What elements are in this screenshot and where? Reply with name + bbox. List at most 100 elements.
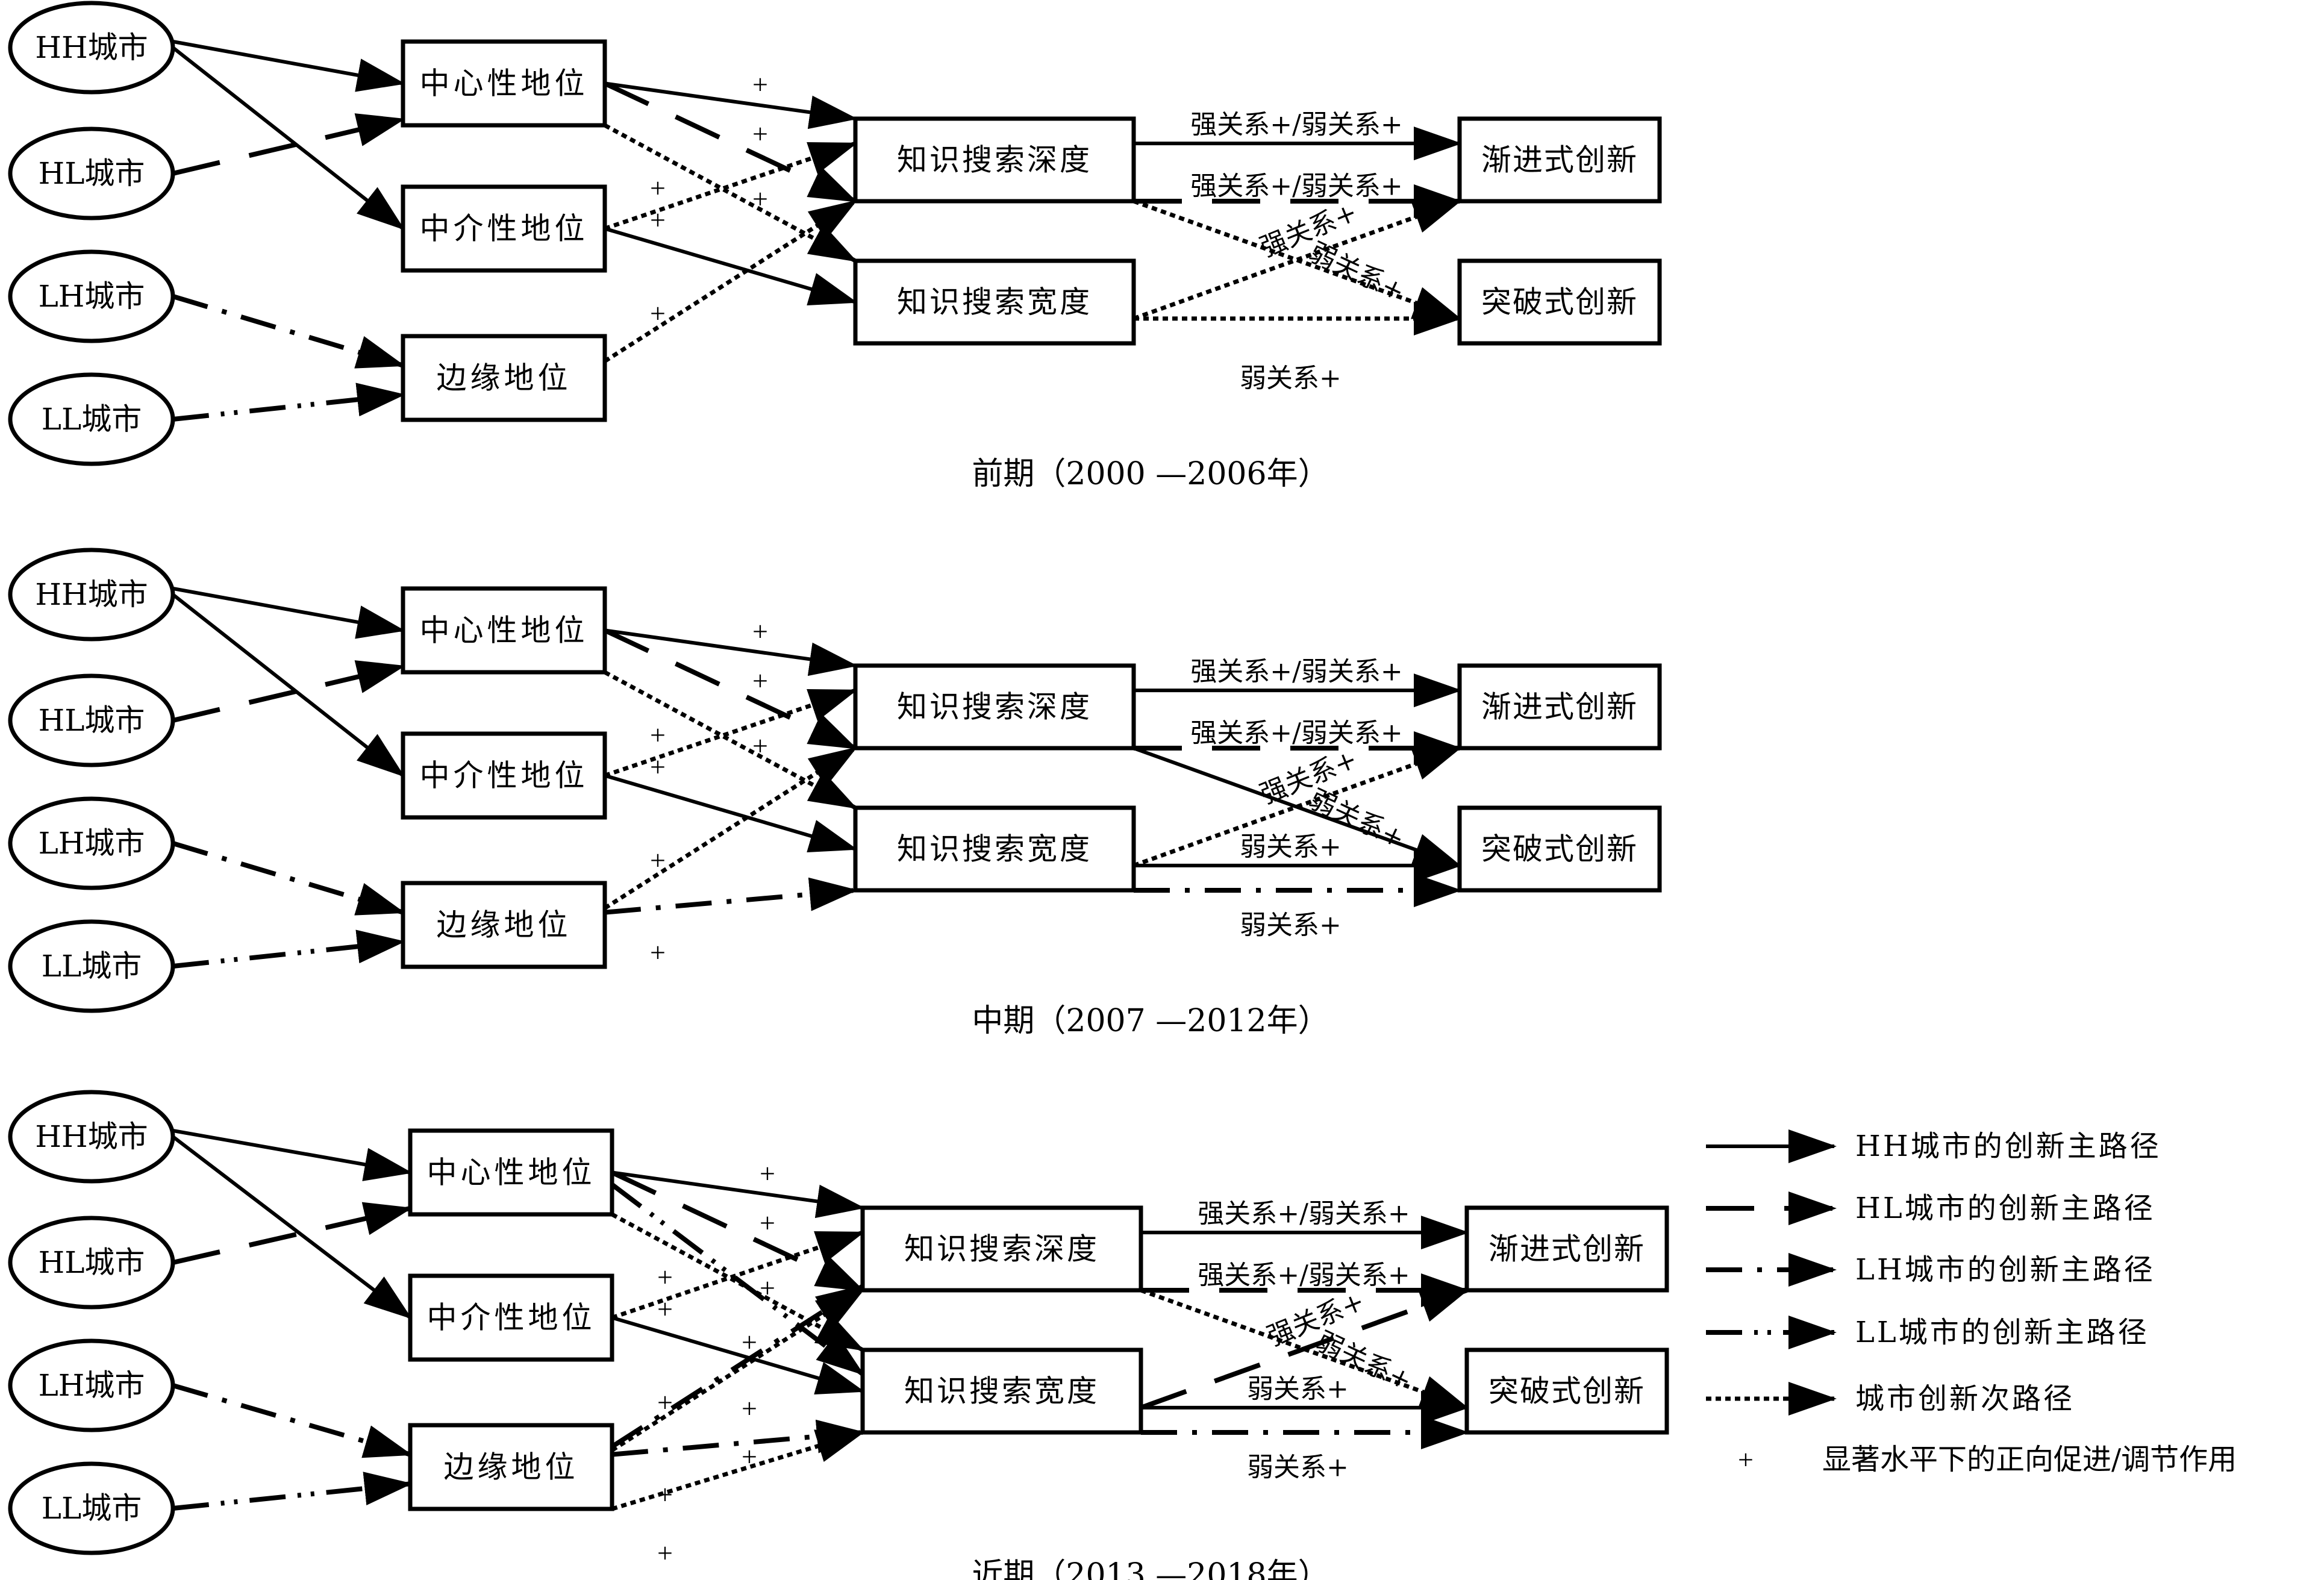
position-label: 中介性地位 xyxy=(420,758,589,793)
path-central-depth-hl xyxy=(604,628,858,751)
relation-label: 强关系+/弱关系+ xyxy=(1190,171,1403,202)
path-central-depth xyxy=(611,1170,865,1219)
path-hl-central xyxy=(172,660,405,723)
position-box xyxy=(401,586,607,675)
plus-sign: + xyxy=(752,119,768,149)
legend-item: + 显著水平下的正向促进/调节作用 xyxy=(1738,1443,2237,1476)
city-label: HL城市 xyxy=(39,156,145,191)
panel-caption: 近期（2013 —2018年） xyxy=(972,1557,1329,1580)
relation-label: 强关系+/弱关系+ xyxy=(1190,110,1403,140)
city-node: LL城市 xyxy=(8,1461,175,1555)
position-box xyxy=(401,731,607,820)
search-node: 知识搜索深度 xyxy=(860,1205,1143,1293)
innovation-box xyxy=(1457,258,1662,346)
path-peripheral-depth-lh xyxy=(610,1284,865,1449)
legend-label: LL城市的创新主路径 xyxy=(1855,1316,2149,1349)
city-ellipse xyxy=(8,372,175,466)
position-label: 中心性地位 xyxy=(427,1155,596,1190)
city-ellipse xyxy=(8,548,175,642)
legend-label: 城市创新次路径 xyxy=(1855,1382,2075,1416)
path-lh-peripheral xyxy=(172,1383,413,1458)
search-label: 知识搜索深度 xyxy=(904,1232,1099,1267)
relation-label: 弱关系+ xyxy=(1304,237,1410,308)
search-box xyxy=(853,116,1136,204)
city-ellipse xyxy=(8,249,175,343)
plus-sign: + xyxy=(650,205,666,236)
path-central-depth-hl xyxy=(604,81,858,204)
plus-sign: + xyxy=(657,1387,673,1418)
edges xyxy=(172,40,1462,422)
position-node: 中介性地位 xyxy=(408,1273,614,1362)
city-ellipse xyxy=(8,796,175,890)
innovation-box xyxy=(1457,663,1662,751)
city-label: HL城市 xyxy=(39,703,145,738)
plus-sign: + xyxy=(760,1208,775,1238)
innovation-label: 渐进式创新 xyxy=(1481,143,1638,178)
path-hh-broker xyxy=(172,1135,413,1319)
path-breadth-incremental xyxy=(1140,1288,1469,1410)
edges xyxy=(172,587,1462,969)
position-node: 中心性地位 xyxy=(408,1128,614,1217)
city-label: HH城市 xyxy=(35,30,148,65)
path-hh-broker xyxy=(172,593,405,777)
position-node: 中心性地位 xyxy=(401,39,607,128)
legend-item: 城市创新次路径 xyxy=(1706,1382,2075,1416)
search-box xyxy=(853,663,1136,751)
plus-sign: + xyxy=(760,1158,775,1189)
position-box xyxy=(401,184,607,273)
innovation-node: 渐进式创新 xyxy=(1457,663,1662,751)
path-central-depth xyxy=(604,628,858,676)
city-ellipse xyxy=(8,673,175,767)
innovation-box xyxy=(1457,116,1662,204)
plus-sign: + xyxy=(657,1479,673,1510)
relation-label: 弱关系+ xyxy=(1240,363,1342,394)
path-broker-breadth xyxy=(611,1316,865,1394)
legend-label: 显著水平下的正向促进/调节作用 xyxy=(1822,1443,2237,1476)
position-box xyxy=(401,334,607,422)
path-broker-breadth xyxy=(604,773,858,852)
position-box xyxy=(401,39,607,128)
innovation-box xyxy=(1464,1347,1669,1435)
search-node: 知识搜索宽度 xyxy=(860,1347,1143,1435)
search-label: 知识搜索宽度 xyxy=(897,832,1092,867)
position-box xyxy=(408,1273,614,1362)
position-label: 中心性地位 xyxy=(420,613,589,648)
plus-sign: + xyxy=(742,1393,757,1424)
city-ellipse xyxy=(8,1338,175,1432)
search-label: 知识搜索深度 xyxy=(897,690,1092,725)
plus-sign: + xyxy=(742,1441,757,1472)
search-box xyxy=(853,805,1136,893)
position-node: 中介性地位 xyxy=(401,184,607,273)
relation-label: 强关系+/弱关系+ xyxy=(1198,1260,1410,1291)
path-hh-central xyxy=(172,587,405,639)
city-label: LH城市 xyxy=(39,279,145,314)
position-box xyxy=(408,1128,614,1217)
position-box xyxy=(401,881,607,969)
city-label: LL城市 xyxy=(42,1491,142,1526)
legend-item: HH城市的创新主路径 xyxy=(1706,1129,2159,1163)
city-node: LH城市 xyxy=(8,796,175,890)
path-hh-central xyxy=(172,40,405,92)
city-label: LH城市 xyxy=(39,826,145,861)
search-node: 知识搜索宽度 xyxy=(853,805,1136,893)
panel-caption: 前期（2000 —2006年） xyxy=(972,456,1329,492)
innovation-label: 渐进式创新 xyxy=(1481,690,1638,725)
innovation-label: 突破式创新 xyxy=(1488,1374,1645,1409)
position-node: 中心性地位 xyxy=(401,586,607,675)
city-node: HH城市 xyxy=(8,1,175,95)
path-peripheral-depth xyxy=(604,746,858,910)
path-peripheral-depth xyxy=(611,1288,865,1452)
city-ellipse xyxy=(8,1461,175,1555)
path-central-depth xyxy=(604,81,858,130)
plus-sign: + xyxy=(752,69,768,100)
panel-recent: HH城市HL城市LH城市LL城市中心性地位中介性地位边缘地位知识搜索深度知识搜索… xyxy=(8,1090,1669,1580)
city-node: HH城市 xyxy=(8,1090,175,1184)
city-ellipse xyxy=(8,919,175,1013)
search-node: 知识搜索深度 xyxy=(853,116,1136,204)
search-label: 知识搜索宽度 xyxy=(897,285,1092,320)
path-hl-central xyxy=(172,113,405,176)
position-node: 边缘地位 xyxy=(401,881,607,969)
plus-symbol: + xyxy=(1738,1444,1754,1475)
plus-sign: + xyxy=(650,298,666,329)
